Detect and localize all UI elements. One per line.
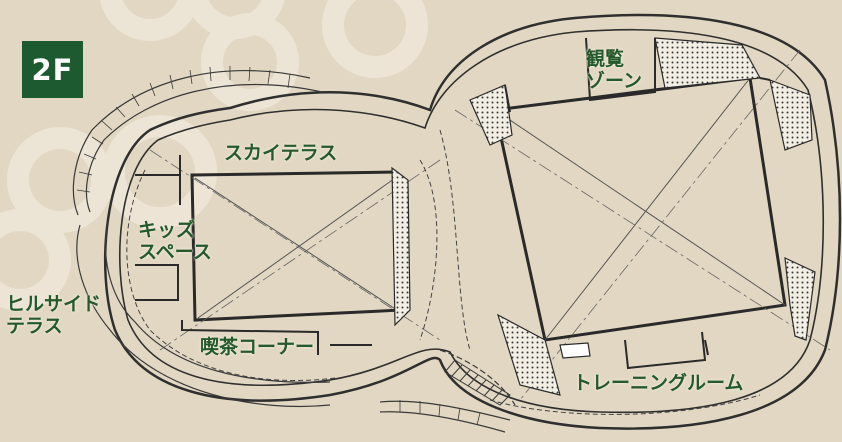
seating-areas xyxy=(391,37,816,396)
area-label-hillside-terrace: ヒルサイド テラス xyxy=(6,293,102,337)
walkway-ticks xyxy=(76,66,481,426)
area-label-sky-terrace: スカイテラス xyxy=(224,142,338,164)
right-arena-floor xyxy=(454,49,831,401)
stairs xyxy=(444,359,511,406)
area-label-cafe-corner: 喫茶コーナー xyxy=(200,336,315,358)
outer-walkway xyxy=(72,70,516,433)
building-inner-wall xyxy=(118,28,825,414)
area-label-viewing-zone: 観覧 ゾーン xyxy=(586,48,643,92)
building-outer-wall xyxy=(103,13,842,430)
area-label-kids-space: キッズ スペース xyxy=(138,219,212,263)
area-label-training-room: トレーニングルーム xyxy=(573,372,744,394)
floor-indicator: 2F xyxy=(22,41,83,98)
circulation-routes xyxy=(126,129,761,415)
interior-partitions xyxy=(135,37,771,370)
